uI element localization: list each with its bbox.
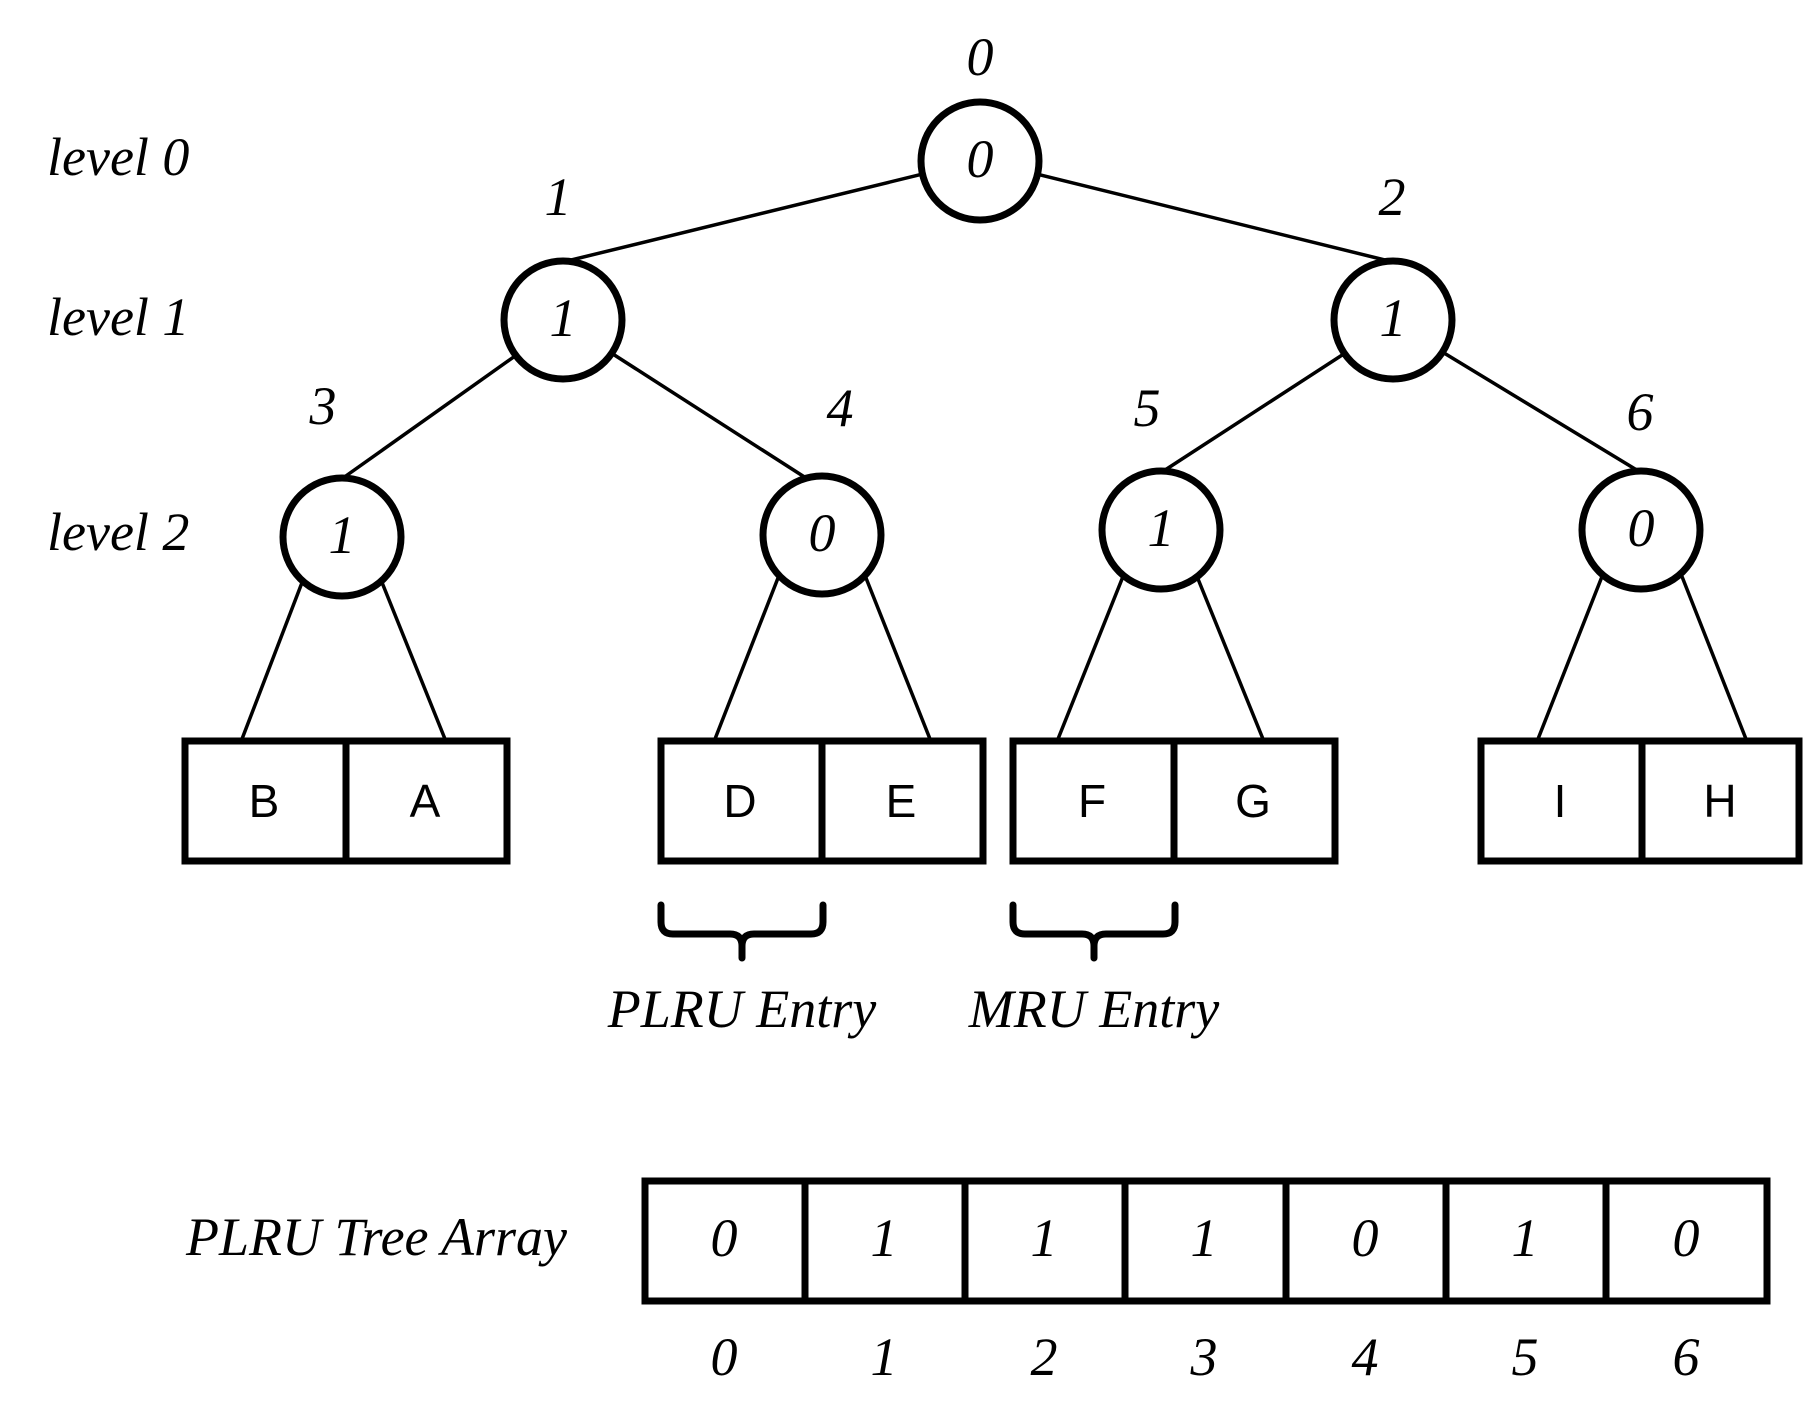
mru-entry-label: MRU Entry: [968, 979, 1219, 1039]
edge-5-leaf-f: [1056, 573, 1126, 740]
leaf-pair-3: I H: [1477, 737, 1803, 865]
array-index-0: 0: [711, 1327, 738, 1387]
leaf-g: G: [1235, 775, 1271, 827]
node-5-index: 5: [1134, 378, 1161, 438]
plru-entry-label: PLRU Entry: [607, 979, 877, 1039]
leaf-h: H: [1703, 775, 1736, 827]
node-0-index: 0: [967, 27, 994, 87]
node-4-index: 4: [827, 378, 854, 438]
tree-node-1: 1: [500, 257, 626, 383]
tree-node-6: 0: [1578, 467, 1704, 593]
node-6-bit: 0: [1628, 498, 1655, 558]
node-1-bit: 1: [550, 288, 577, 348]
edge-6-leaf-h: [1679, 573, 1748, 740]
array-cell-3-value: 1: [1191, 1208, 1218, 1268]
array-index-5: 5: [1512, 1327, 1539, 1387]
array-cell-5-value: 1: [1512, 1208, 1539, 1268]
leaf-b: B: [249, 775, 280, 827]
edge-4-leaf-e: [864, 577, 932, 740]
plru-entry-annotation: PLRU Entry: [607, 901, 877, 1039]
array-cell-4-value: 0: [1352, 1208, 1379, 1268]
plru-entry-brace: [657, 901, 827, 962]
edge-4-leaf-d: [713, 577, 780, 740]
node-4-bit: 0: [809, 503, 836, 563]
tree-node-2: 1: [1330, 257, 1456, 383]
level-2-label: level 2: [47, 502, 189, 562]
level-0-label: level 0: [47, 127, 189, 187]
level-labels: level 0 level 1 level 2: [47, 127, 189, 562]
plru-tree-array: PLRU Tree Array 0 1 1 1 0 1 0 0 1 2 3 4 …: [185, 1177, 1771, 1387]
array-index-3: 3: [1190, 1327, 1218, 1387]
leaf-e: E: [886, 775, 917, 827]
array-index-4: 4: [1352, 1327, 1379, 1387]
node-0-bit: 0: [967, 129, 994, 189]
tree-node-0: 0: [917, 98, 1043, 224]
array-cell-0-value: 0: [711, 1208, 738, 1268]
array-index-2: 2: [1031, 1327, 1058, 1387]
leaf-pair-0: B A: [181, 737, 511, 865]
leaf-i: I: [1554, 775, 1567, 827]
leaf-a: A: [410, 775, 441, 827]
mru-entry-brace: [1009, 901, 1179, 962]
node-2-bit: 1: [1380, 288, 1407, 348]
tree-node-5: 1: [1098, 467, 1224, 593]
leaf-pair-2: F G: [1009, 737, 1339, 865]
array-cell-1-value: 1: [871, 1208, 898, 1268]
array-cell-2-value: 1: [1031, 1208, 1058, 1268]
edge-3-leaf-b: [240, 579, 305, 740]
tree-edges: [240, 158, 1748, 740]
edge-0-1: [562, 158, 981, 264]
level-1-label: level 1: [47, 287, 189, 347]
node-1-index: 1: [545, 167, 572, 227]
tree-node-4: 0: [759, 472, 885, 598]
leaf-pair-1: D E: [657, 737, 987, 865]
leaf-d: D: [723, 775, 756, 827]
edge-0-2: [979, 158, 1394, 264]
edge-3-leaf-a: [379, 579, 447, 740]
mru-entry-annotation: MRU Entry: [968, 901, 1219, 1039]
array-index-1: 1: [871, 1327, 898, 1387]
node-5-bit: 1: [1148, 498, 1175, 558]
tree-array-label: PLRU Tree Array: [185, 1207, 567, 1267]
array-cell-6-value: 0: [1673, 1208, 1700, 1268]
node-2-index: 2: [1379, 167, 1406, 227]
tree-node-3: 1: [279, 474, 405, 600]
array-index-6: 6: [1673, 1327, 1700, 1387]
node-6-index: 6: [1627, 382, 1654, 442]
edge-5-leaf-g: [1194, 573, 1265, 740]
leaf-f: F: [1078, 775, 1106, 827]
node-3-index: 3: [309, 376, 337, 436]
node-3-bit: 1: [329, 505, 356, 565]
edge-6-leaf-i: [1536, 573, 1605, 740]
node-index-labels: 0 1 2 3 4 5 6: [309, 27, 1654, 442]
